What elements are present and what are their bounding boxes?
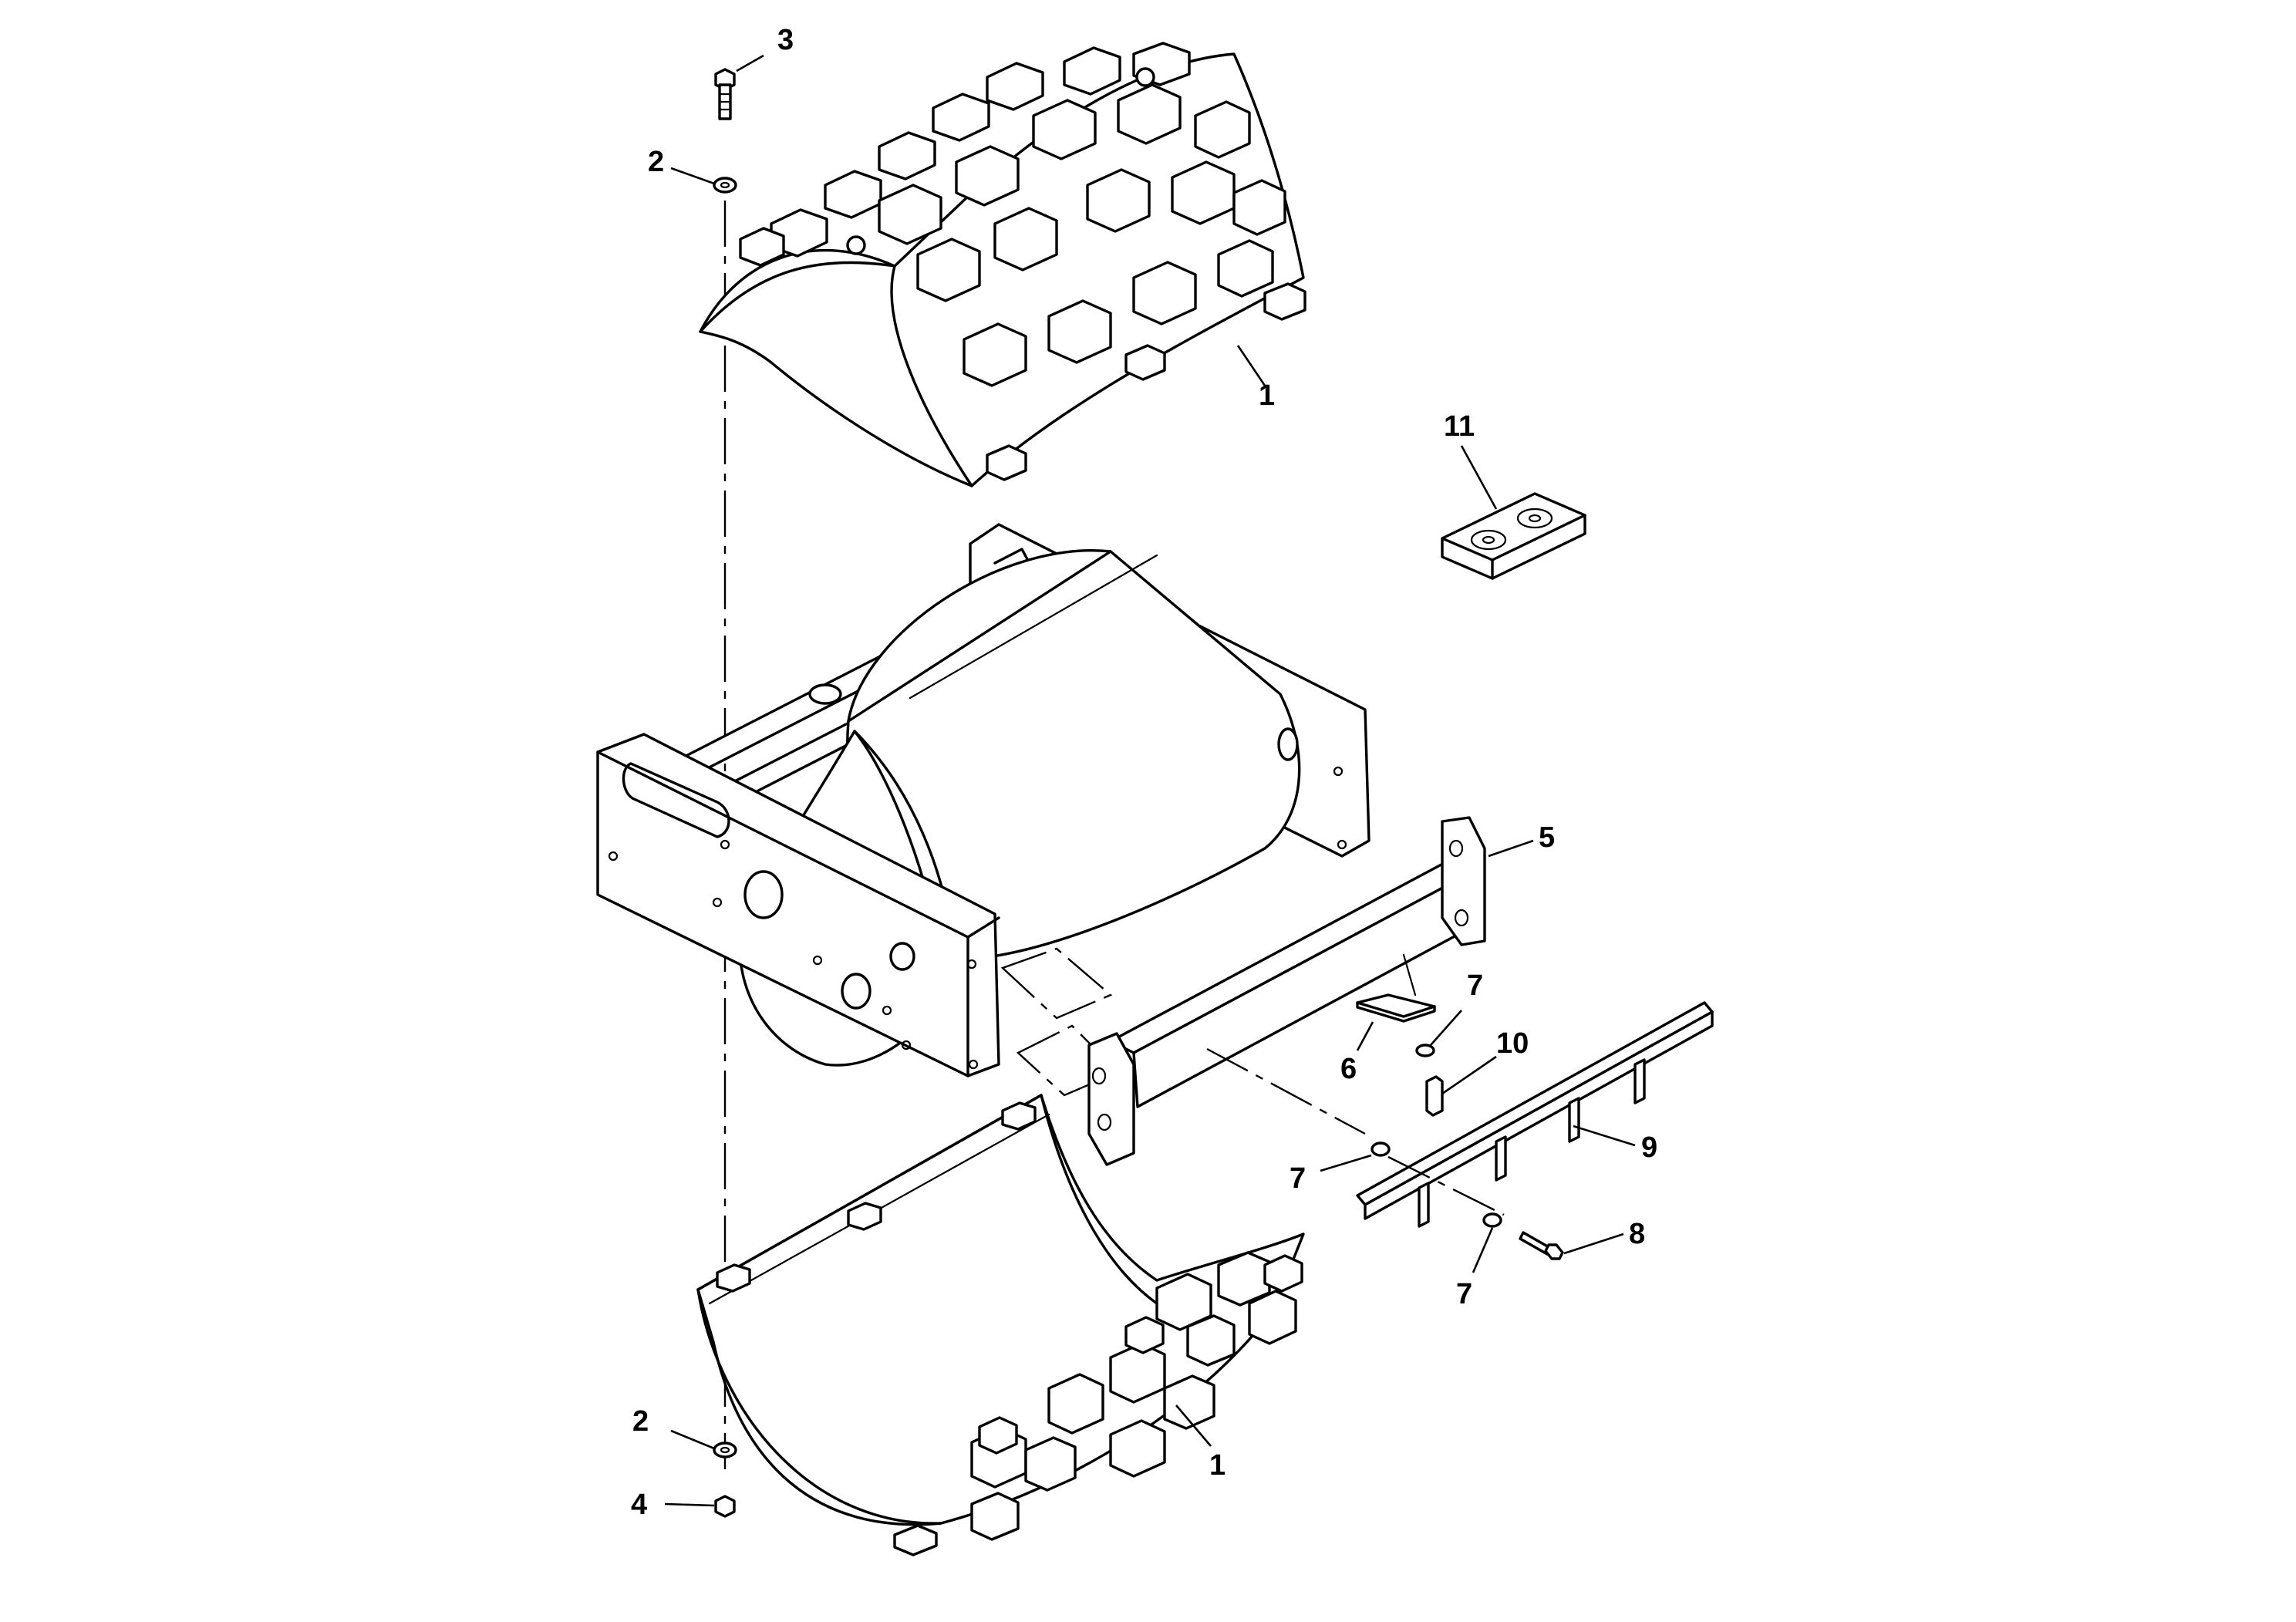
scraper-bolt <box>1519 1231 1624 1260</box>
callout-8: 8 <box>1629 1218 1645 1250</box>
nut-bottom <box>714 1495 736 1518</box>
spacer-plate <box>1441 445 1586 580</box>
callout-1-bottom: 1 <box>1209 1449 1226 1482</box>
callout-7-lower: 7 <box>1456 1278 1472 1310</box>
washer-scraper-lower <box>1472 1212 1502 1273</box>
bolt-top <box>714 68 736 120</box>
leader-4 <box>664 1502 715 1507</box>
callout-9: 9 <box>1641 1131 1657 1164</box>
washer-bracket <box>1415 1010 1462 1057</box>
washer-bottom <box>713 1442 737 1458</box>
callout-11: 11 <box>1444 410 1475 443</box>
callout-7-upper: 7 <box>1467 969 1483 1002</box>
callout-3: 3 <box>777 24 794 56</box>
callout-7-mid: 7 <box>1290 1162 1306 1195</box>
leader-3 <box>736 54 764 73</box>
washer-top <box>713 177 737 194</box>
callout-6: 6 <box>1340 1053 1357 1085</box>
callout-2-top: 2 <box>648 146 664 178</box>
placement-outline <box>1000 947 1121 1097</box>
washer-scraper-upper <box>1320 1141 1505 1216</box>
padfoot-shell-upper <box>699 42 1306 487</box>
callout-4: 4 <box>631 1489 647 1521</box>
leader-2-top <box>670 167 715 185</box>
bracket <box>1356 953 1436 1051</box>
leader-2-bottom <box>670 1429 715 1450</box>
scraper-blade <box>1356 1001 1714 1228</box>
scraper-holder <box>1087 816 1534 1166</box>
drum-frame <box>596 523 1371 1077</box>
callout-1-top: 1 <box>1259 379 1275 412</box>
padfoot-shell-lower <box>696 1094 1305 1556</box>
callout-10: 10 <box>1496 1027 1529 1060</box>
bracket-screw <box>1425 1055 1497 1117</box>
callout-2-bottom: 2 <box>632 1405 649 1438</box>
callout-5: 5 <box>1539 821 1555 854</box>
